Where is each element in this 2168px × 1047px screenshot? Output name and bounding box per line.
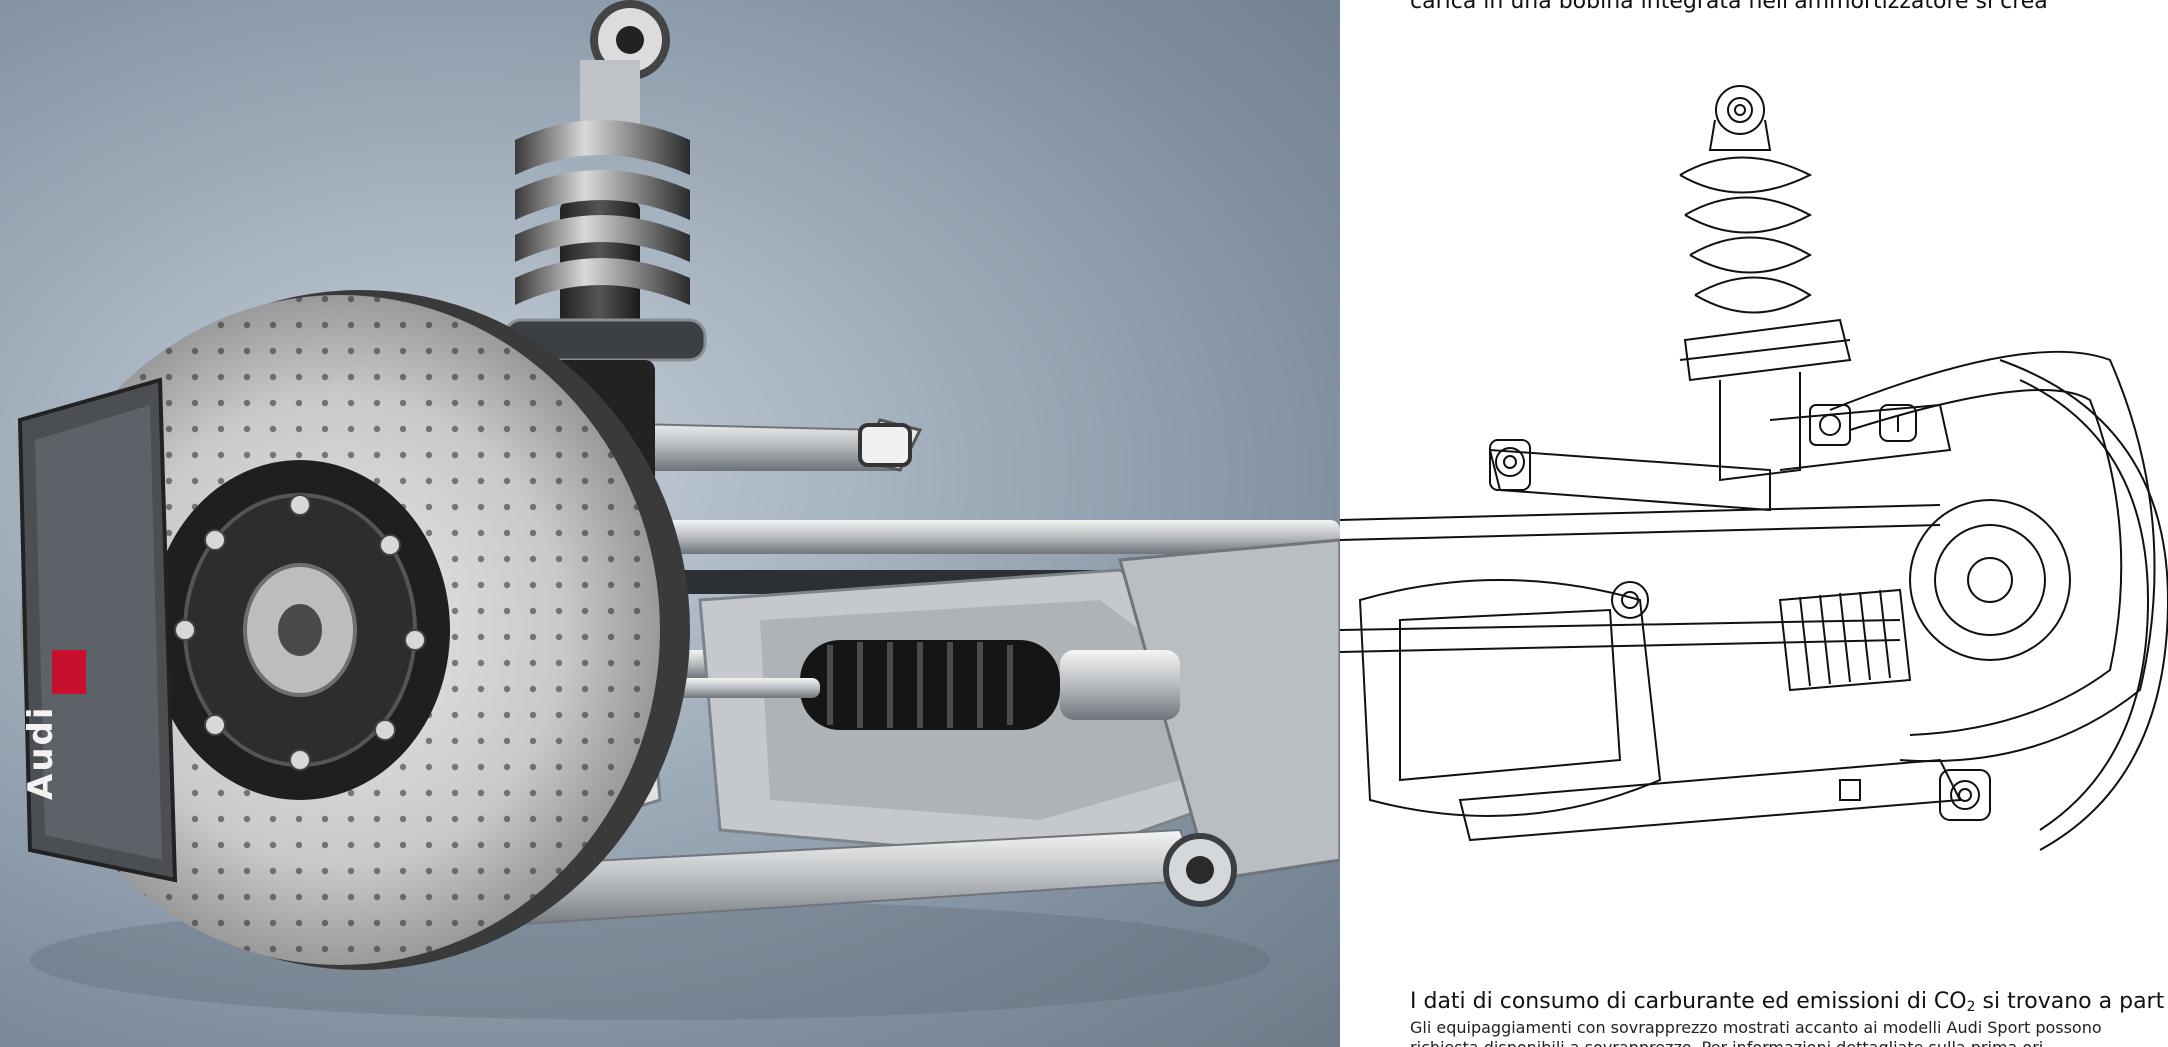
brake-disc: [20, 290, 690, 970]
suspension-photo-render: Audi: [17, 0, 1340, 1020]
consumption-note: I dati di consumo di carburante ed emiss…: [1410, 989, 2165, 1015]
technical-drawing-page: carica in una bobina integrata nell'ammo…: [1340, 0, 2168, 1047]
equipment-note: Gli equipaggiamenti con sovrapprezzo mos…: [1410, 1018, 2102, 1037]
suspension-line-drawing: [1340, 85, 2168, 851]
suspension-photo: Audi: [0, 0, 1340, 1047]
steering-boot: [800, 640, 1180, 730]
intro-text-fragment: carica in una bobina integrata nell'ammo…: [1410, 0, 2048, 14]
equipment-note-cut: richiesta disponibili a sovrapprezzo. Pe…: [1410, 1038, 2168, 1047]
brake-caliper: Audi: [17, 377, 178, 883]
audi-brand-label: Audi: [21, 705, 61, 800]
